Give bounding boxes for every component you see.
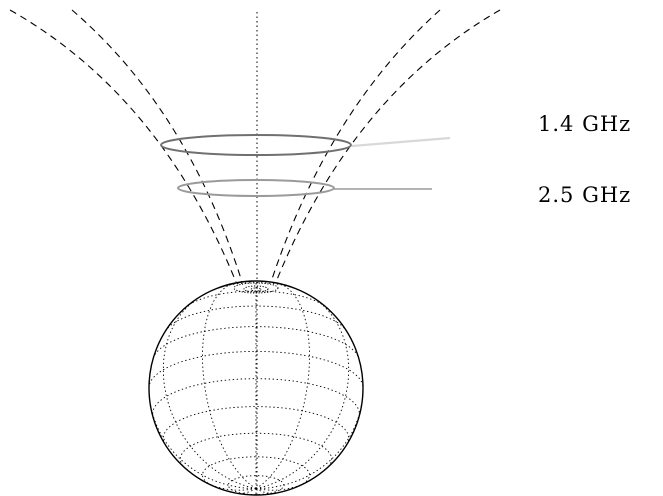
- inner-right-field-line: [270, 9, 441, 283]
- outer-cone-lines: [9, 9, 501, 283]
- outer-left-field-line: [9, 9, 237, 283]
- ring-1-4-ghz: [160, 134, 352, 156]
- sphere-grid-lines: [149, 281, 363, 495]
- neutron-star-sphere: [148, 280, 364, 496]
- outer-right-field-line: [275, 9, 501, 283]
- label-1-4-ghz: 1.4 GHz: [538, 112, 631, 136]
- upper-ring-leader-line: [351, 136, 451, 148]
- inner-left-field-line: [71, 9, 243, 283]
- inner-cone-lines: [71, 9, 441, 283]
- ring-2-5-ghz: [177, 179, 335, 197]
- polar-cap: [233, 282, 279, 294]
- sphere-outline: [148, 280, 364, 496]
- label-2-5-ghz: 2.5 GHz: [538, 183, 631, 207]
